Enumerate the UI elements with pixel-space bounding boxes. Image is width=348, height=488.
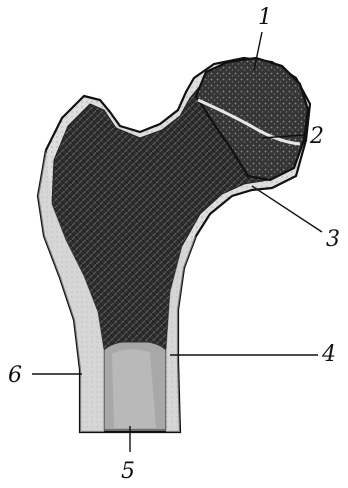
leader-line-3 bbox=[252, 186, 322, 232]
callout-4: 4 bbox=[321, 342, 336, 367]
callout-2: 2 bbox=[309, 124, 324, 149]
callout-3: 3 bbox=[326, 227, 340, 252]
callout-1: 1 bbox=[258, 5, 272, 30]
callout-5: 5 bbox=[121, 459, 135, 484]
callout-6: 6 bbox=[8, 363, 22, 388]
medullary-shading bbox=[112, 349, 156, 428]
